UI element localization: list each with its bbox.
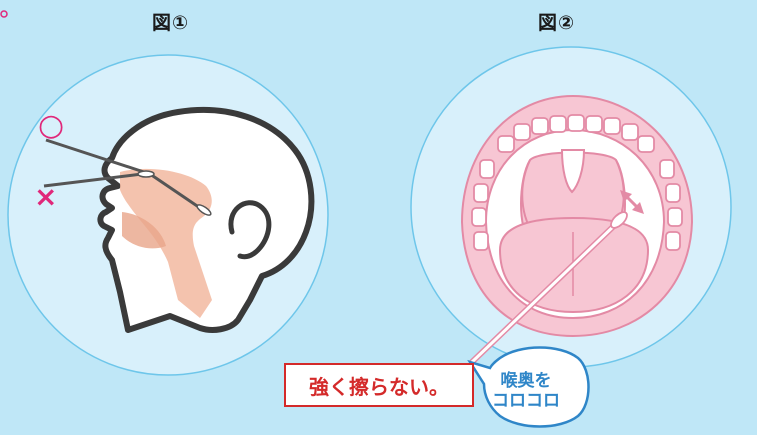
warning-text: 強く擦らない。	[309, 374, 449, 399]
ng-mark: ×	[34, 180, 58, 213]
figure-2-label: 図②	[538, 12, 576, 34]
speech-bubble	[467, 346, 590, 428]
warning-callout: 強く擦らない。	[284, 363, 474, 407]
swab-wrong	[43, 172, 143, 188]
figure-2-diagram	[410, 46, 732, 368]
figure-1-label: 図①	[152, 12, 190, 34]
bubble-line-1: 喉奥を	[500, 371, 552, 391]
swab-correct	[45, 138, 151, 176]
nasal-cavity	[120, 168, 212, 318]
tongue-area	[122, 212, 166, 249]
side-teeth	[471, 159, 683, 251]
head-outline	[97, 106, 315, 333]
bubble-line-2: コロコロ	[492, 391, 560, 411]
swab-tip	[610, 211, 628, 229]
ear	[228, 200, 272, 260]
rub-arrow	[620, 190, 644, 214]
edge-mark	[0, 10, 8, 18]
ok-mark: ○	[38, 108, 65, 143]
bubble-text: 喉奥を コロコロ	[484, 371, 568, 411]
upper-teeth	[497, 114, 655, 153]
uvula	[560, 149, 586, 194]
figure-1-diagram	[7, 54, 329, 376]
